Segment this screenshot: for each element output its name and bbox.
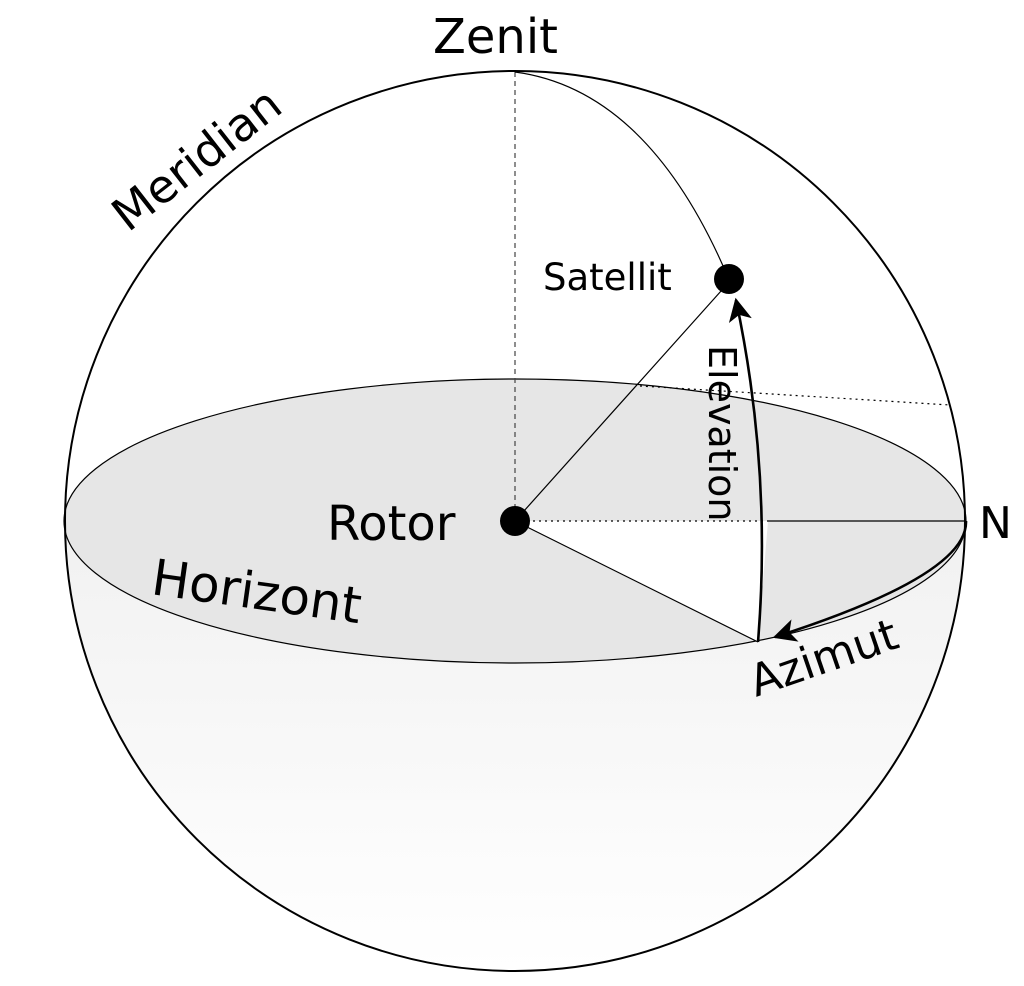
line-of-sight — [514, 280, 731, 522]
zenith-label: Zenit — [433, 9, 558, 65]
satellite-label: Satellit — [543, 256, 672, 299]
elevation-sector — [515, 521, 768, 642]
azimuth-radius — [514, 520, 759, 643]
elevation-label: Elevation — [700, 345, 744, 522]
satellite-dot — [714, 264, 744, 294]
meridian-label: Meridian — [102, 77, 292, 242]
meridian-arc — [514, 71, 731, 283]
rotor-label: Rotor — [327, 496, 456, 552]
rotor-dot — [500, 506, 530, 536]
azimuth-arrow — [772, 520, 968, 642]
north-label: N — [979, 498, 1012, 549]
great-circle-dotted — [639, 385, 951, 406]
elevation-arrow — [728, 297, 764, 643]
